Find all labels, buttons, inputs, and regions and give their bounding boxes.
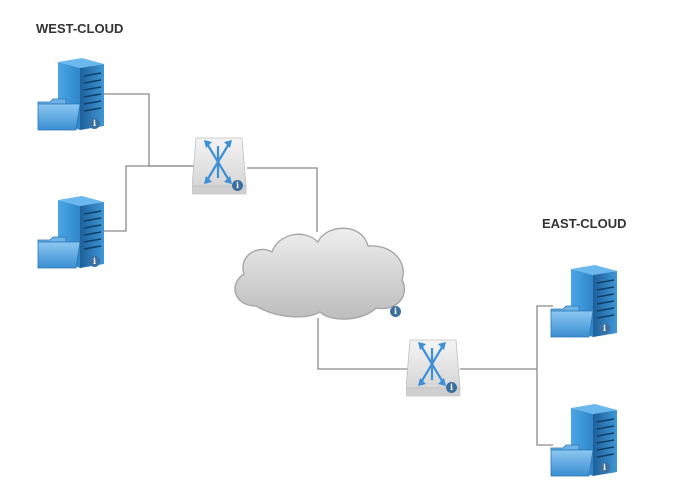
link-west-server-1-to-switch [104,93,195,167]
west-switch[interactable]: i [191,136,250,196]
info-icon[interactable]: i [599,462,610,473]
info-icon[interactable]: i [446,382,457,393]
server-with-folder-icon [37,196,104,269]
cloud-icon [234,227,406,320]
east-server-1[interactable]: i [549,263,621,339]
server-with-folder-icon [550,265,617,338]
network-switch-icon [191,137,247,195]
link-cloud-to-east-switch [317,318,408,370]
info-icon[interactable]: i [599,323,610,334]
link-east-junction-to-server-2 [536,369,553,446]
info-icon[interactable]: i [232,180,243,191]
link-east-junction-to-server-1 [536,305,553,369]
info-icon[interactable]: i [89,256,100,267]
link-west-switch-to-cloud [247,167,318,232]
west-server-1[interactable]: i [36,56,108,132]
link-west-server-2-to-switch [104,165,195,232]
internet-cloud[interactable]: i [226,220,410,324]
east-cloud-label: EAST-CLOUD [542,216,627,231]
server-with-folder-icon [37,58,104,131]
west-server-2[interactable]: i [36,194,108,270]
info-icon[interactable]: i [390,306,401,317]
network-switch-icon [405,339,461,397]
info-icon[interactable]: i [89,118,100,129]
east-server-2[interactable]: i [549,402,621,478]
west-cloud-label: WEST-CLOUD [36,21,124,36]
server-with-folder-icon [550,404,617,477]
east-switch[interactable]: i [405,338,464,398]
